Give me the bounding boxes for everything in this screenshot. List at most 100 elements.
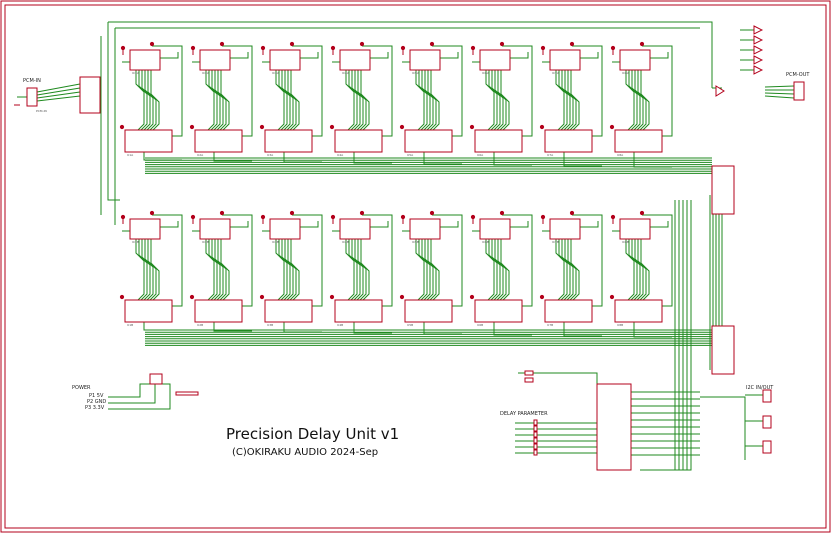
power-output-bar xyxy=(175,391,199,396)
supply-pin xyxy=(219,210,225,216)
fanout-wire xyxy=(640,239,650,301)
delay-chip-large xyxy=(614,299,663,323)
delay-chip-small xyxy=(619,218,651,240)
wire-layer xyxy=(17,21,795,471)
chip-output-wire xyxy=(580,221,599,228)
chip-output-wire xyxy=(300,221,319,228)
test-point xyxy=(399,294,405,300)
fanout-wire xyxy=(351,70,361,131)
chip-output-wire xyxy=(440,52,459,59)
fanout-wire xyxy=(561,70,571,131)
fanout-wire xyxy=(631,239,641,301)
delay-chip-small xyxy=(339,49,371,71)
delay-chip-small xyxy=(129,218,161,240)
chip-bus-tap xyxy=(143,322,182,331)
schematic-copyright: (C)OKIRAKU AUDIO 2024-Sep xyxy=(232,447,379,458)
fanout-wire xyxy=(138,239,148,301)
fanout-wire xyxy=(485,70,495,131)
part-ref: IC3B xyxy=(272,240,279,244)
part-ref: IC2B xyxy=(202,240,209,244)
part-ref: U2A xyxy=(197,153,204,157)
power-wire-5v xyxy=(108,383,150,398)
delay-chip-small xyxy=(339,218,371,240)
fanout-wire xyxy=(348,239,358,301)
fanout-wire xyxy=(275,239,285,301)
input-buffer-ic xyxy=(79,76,101,114)
chip-bus-tap xyxy=(563,152,602,167)
led-indicator xyxy=(753,55,764,65)
part-ref: IC5A xyxy=(412,71,420,75)
param-switch xyxy=(533,425,538,432)
feedback-wire xyxy=(502,45,533,137)
part-ref: U7B xyxy=(547,323,553,327)
pcm-out-connector xyxy=(793,81,805,101)
test-point xyxy=(469,124,475,130)
fanout-wire xyxy=(634,70,644,131)
test-point xyxy=(330,214,336,220)
voltage-regulator xyxy=(149,373,163,385)
pcm-in-connector xyxy=(26,87,38,107)
test-point xyxy=(190,214,196,220)
i2c-label: I2C IN/OUT xyxy=(746,385,774,391)
part-ref: IC8B xyxy=(622,240,629,244)
fanout-wire xyxy=(485,239,495,301)
mux-ic-upper xyxy=(711,165,735,215)
chip-bus-tap xyxy=(633,322,672,338)
delay-chip-large xyxy=(544,129,593,153)
feedback-wire xyxy=(572,45,603,137)
part-ref: IC4A xyxy=(342,71,350,75)
fanout-wire xyxy=(205,239,215,301)
delay-chip-large xyxy=(194,129,243,153)
fanout-wire xyxy=(147,70,157,131)
feedback-wire xyxy=(642,45,673,137)
fanout-wire xyxy=(564,239,574,301)
supply-pin xyxy=(289,210,295,216)
supply-pin xyxy=(569,41,575,47)
chip-output-wire xyxy=(160,52,179,59)
fanout-wire xyxy=(555,70,565,131)
right-bus-down xyxy=(640,200,688,471)
right-bus-down xyxy=(640,200,676,471)
fanout-wire xyxy=(567,239,577,301)
power-wire-3v3 xyxy=(108,383,171,410)
test-point xyxy=(539,294,545,300)
fanout-wire xyxy=(634,239,644,301)
power-pin-3v3: P3 3.3V xyxy=(85,405,105,411)
test-point xyxy=(189,294,195,300)
feedback-wire xyxy=(152,214,183,307)
fanout-wire xyxy=(500,70,510,131)
fanout-wire xyxy=(357,70,367,131)
part-ref: U5B xyxy=(407,323,413,327)
bus-wire-left xyxy=(107,22,120,201)
fanout-wire xyxy=(214,239,224,301)
fanout-wire xyxy=(284,239,294,301)
fanout-wire xyxy=(427,70,437,131)
fanout-wire xyxy=(570,70,580,131)
fanout-wire xyxy=(415,239,425,301)
delay-chip-large xyxy=(124,129,173,153)
fanout-wire xyxy=(561,239,571,301)
test-point xyxy=(259,294,265,300)
sheet-frame-inner xyxy=(4,4,827,529)
fanout-wire xyxy=(360,70,370,131)
fanout-wire xyxy=(354,239,364,301)
test-point xyxy=(120,214,126,220)
fanout-wire xyxy=(278,70,288,131)
chip-bus-tap xyxy=(283,322,322,333)
part-ref: U4B xyxy=(337,323,343,327)
right-bus-down xyxy=(640,200,692,471)
supply-pin xyxy=(149,41,155,47)
delay-chip-small xyxy=(269,218,301,240)
part-ref: U1A xyxy=(127,153,134,157)
fanout-wire xyxy=(144,239,154,301)
supply-pin xyxy=(639,210,645,216)
fanout-wire xyxy=(287,70,297,131)
fanout-wire xyxy=(281,70,291,131)
supply-pin xyxy=(639,41,645,47)
test-point xyxy=(329,294,335,300)
part-ref: U7A xyxy=(547,153,554,157)
led-indicator xyxy=(753,65,764,75)
i2c-connector-2 xyxy=(762,415,772,429)
schematic-title: Precision Delay Unit v1 xyxy=(226,425,400,443)
part-ref: U3B xyxy=(267,323,273,327)
